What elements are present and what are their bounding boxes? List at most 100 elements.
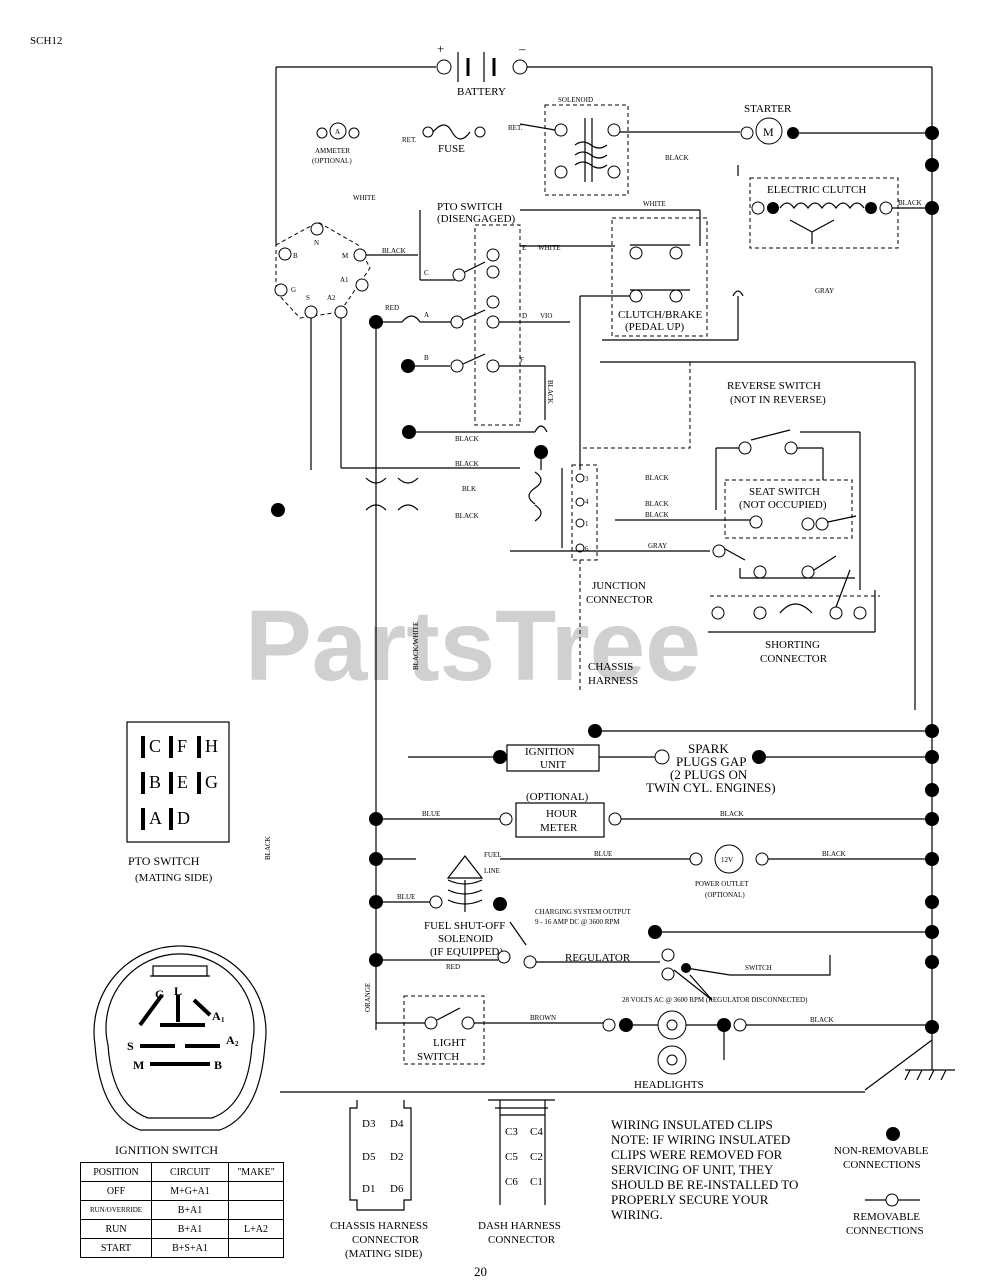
wire-black-m: BLACK	[382, 247, 406, 255]
spark-label-1: SPARK	[688, 741, 729, 756]
wire-orange: ORANGE	[364, 983, 372, 1012]
dash-c6: C6	[505, 1176, 518, 1188]
pto-terminal-letter: B	[149, 772, 161, 792]
charging-label-2: 9 - 16 AMP DC @ 3600 RPM	[535, 918, 620, 926]
chassis-conn-label-2: CONNECTOR	[352, 1234, 420, 1246]
ignition-unit-label-1: IGNITION	[525, 746, 575, 758]
note-line-6: PROPERLY SECURE YOUR	[611, 1192, 769, 1207]
ign-b: B	[293, 252, 298, 260]
page-number: 20	[474, 1264, 487, 1279]
table-cell: M+G+A1	[151, 1181, 229, 1201]
chassis-d4: D4	[390, 1118, 404, 1130]
fuel-solenoid-3: (IF EQUIPPED)	[430, 946, 503, 958]
ign-face-a2-sub: 2	[235, 1040, 239, 1048]
ign-face-b: B	[214, 1058, 222, 1072]
power-outlet-2: (OPTIONAL)	[705, 891, 745, 899]
solenoid-label: SOLENOID	[558, 96, 593, 104]
dash-c1: C1	[530, 1176, 543, 1188]
fuse-ret-right: RET.	[508, 124, 523, 132]
jc-6: 6	[585, 545, 589, 553]
power-outlet-1: POWER OUTLET	[695, 880, 749, 888]
table-header: "MAKE"	[228, 1162, 284, 1182]
fuse-label: FUSE	[438, 143, 465, 155]
ignition-switch-label: IGNITION SWITCH	[115, 1143, 218, 1157]
wire-black-vertical: BLACK	[264, 836, 272, 860]
hour-meter-1: HOUR	[546, 808, 578, 820]
table-cell: RUN/OVERRIDE	[80, 1200, 152, 1220]
wire-violet-pto: VIO	[540, 312, 552, 320]
wire-black-2: BLACK	[455, 460, 479, 468]
table-row: RUN B+A1 L+A2	[80, 1219, 284, 1239]
dash-conn-label-2: CONNECTOR	[488, 1234, 556, 1246]
battery: + – BATTERY	[276, 41, 933, 1030]
ignition-unit-label-2: UNIT	[540, 759, 567, 771]
table-cell: B+A1	[151, 1200, 229, 1220]
junction-label-1: JUNCTION	[592, 580, 646, 592]
chassis-d5: D5	[362, 1151, 376, 1163]
table-header: CIRCUIT	[151, 1162, 229, 1182]
table-cell: B+A1	[151, 1219, 229, 1239]
wire-black-jc-1: BLACK	[645, 474, 669, 482]
fuel-solenoid-2: SOLENOID	[438, 933, 493, 945]
pto-mating-label-2: (MATING SIDE)	[135, 872, 213, 884]
clutch-brake-switch: WHITE CLUTCH/BRAKE (PEDAL UP)	[520, 165, 744, 470]
ign-s: S	[306, 294, 310, 302]
hour-meter-optional: (OPTIONAL)	[526, 791, 589, 803]
pto-mating-label-1: PTO SWITCH	[128, 854, 200, 868]
seat-switch: SEAT SWITCH (NOT OCCUPIED)	[615, 479, 857, 539]
ac-output-label: 28 VOLTS AC @ 3600 RPM (REGULATOR DISCON…	[622, 996, 808, 1004]
wire-black-clutch: BLACK	[898, 199, 922, 207]
fuel-solenoid-1: FUEL SHUT-OFF	[424, 920, 505, 932]
ign-m: M	[342, 252, 349, 260]
pto-terminal-letter: D	[177, 808, 190, 828]
regulator-label: REGULATOR	[565, 952, 631, 964]
chassis-d6: D6	[390, 1183, 404, 1195]
ign-face-a1-sub: 1	[221, 1016, 225, 1024]
starter-m: M	[763, 125, 774, 139]
headlights-label: HEADLIGHTS	[634, 1079, 704, 1091]
pto-a: A	[424, 311, 429, 319]
fuse: RET. FUSE RET.	[402, 124, 523, 155]
chassis-d2: D2	[390, 1151, 403, 1163]
wire-blue-outlet: BLUE	[594, 850, 612, 858]
pto-terminal-letter: A	[149, 808, 162, 828]
pto-c: C	[424, 269, 429, 277]
wire-black-starter: BLACK	[665, 154, 689, 162]
table-row: RUN/OVERRIDE B+A1	[80, 1200, 284, 1220]
spark-label-4: TWIN CYL. ENGINES)	[646, 780, 776, 795]
note-line-3: CLIPS WERE REMOVED FOR	[611, 1147, 783, 1162]
spark-label-3: (2 PLUGS ON	[670, 767, 748, 782]
ignition-switch-terminals: N B M G S A2 A1 BLACK WHITE	[274, 194, 520, 470]
table-row: OFF M+G+A1	[80, 1181, 284, 1201]
dash-conn-label-1: DASH HARNESS	[478, 1220, 561, 1232]
ign-face-m: M	[133, 1058, 144, 1072]
not-in-reverse-label: (NOT IN REVERSE)	[730, 394, 826, 406]
note-line-1: WIRING INSULATED CLIPS	[611, 1117, 773, 1132]
shorting-label-1: SHORTING	[765, 639, 820, 651]
ign-face-s: S	[127, 1039, 134, 1053]
wire-gray-clutch: GRAY	[815, 287, 834, 295]
table-cell: B+S+A1	[151, 1238, 229, 1258]
wire-blue-meter: BLUE	[422, 810, 440, 818]
fuel-line-1: FUEL	[484, 851, 502, 859]
dash-harness-connector: C3 C4 C5 C2 C6 C1 DASH HARNESS CONNECTOR…	[474, 1099, 561, 1279]
table-cell	[228, 1200, 284, 1220]
ign-face-g: G	[155, 987, 164, 1001]
power-outlet: BLUE 12V BLACK POWER OUTLET (OPTIONAL)	[369, 844, 932, 899]
wire-black-3: BLACK	[455, 512, 479, 520]
ammeter: A AMMETER (OPTIONAL)	[275, 67, 360, 245]
jc-1: 1	[585, 520, 589, 528]
wire-black-headlights: BLACK	[810, 1016, 834, 1024]
chassis-d3: D3	[362, 1118, 376, 1130]
not-occupied-label: (NOT OCCUPIED)	[739, 499, 827, 511]
pto-terminal-letter: C	[149, 736, 161, 756]
wire-gray-junction: GRAY	[648, 542, 667, 550]
ign-g: G	[291, 286, 296, 294]
dash-c2: C2	[530, 1151, 543, 1163]
note-line-2: NOTE: IF WIRING INSULATED	[611, 1132, 790, 1147]
dash-c5: C5	[505, 1151, 518, 1163]
legend-removable-2: CONNECTIONS	[846, 1225, 924, 1237]
table-cell	[228, 1238, 284, 1258]
clutch-brake-label: CLUTCH/BRAKE	[618, 309, 703, 321]
legend: NON-REMOVABLE CONNECTIONS REMOVABLE CONN…	[834, 1127, 929, 1237]
